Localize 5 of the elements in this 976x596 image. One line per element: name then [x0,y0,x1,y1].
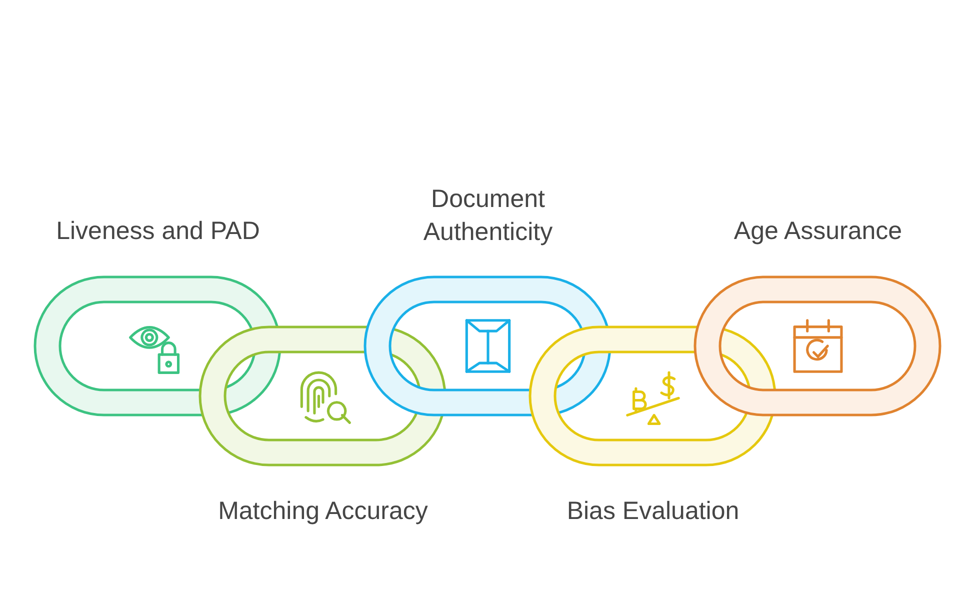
link-label: Matching Accuracy [217,496,429,527]
link-label: Bias Evaluation [566,496,740,527]
link-label: Document Authenticity [422,184,554,248]
link-label: Liveness and PAD [55,216,261,247]
link-label: Age Assurance [732,216,904,247]
